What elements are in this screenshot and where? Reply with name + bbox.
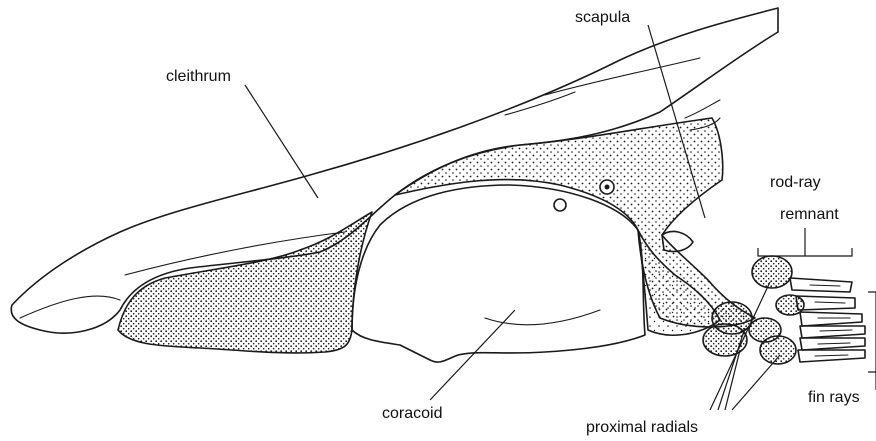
fin-rays: [790, 278, 865, 362]
proximal-radials: [703, 256, 804, 364]
label-rod-ray: rod-ray: [770, 174, 821, 191]
label-remnant: remnant: [780, 206, 839, 223]
coracoid-bone: [352, 185, 645, 362]
label-coracoid: coracoid: [382, 405, 442, 422]
label-proximal-radials: proximal radials: [586, 419, 698, 436]
label-fin-rays: fin rays: [808, 389, 860, 406]
label-cleithrum: cleithrum: [166, 68, 231, 85]
label-scapula: scapula: [575, 9, 630, 26]
foramen-small: [554, 199, 566, 211]
